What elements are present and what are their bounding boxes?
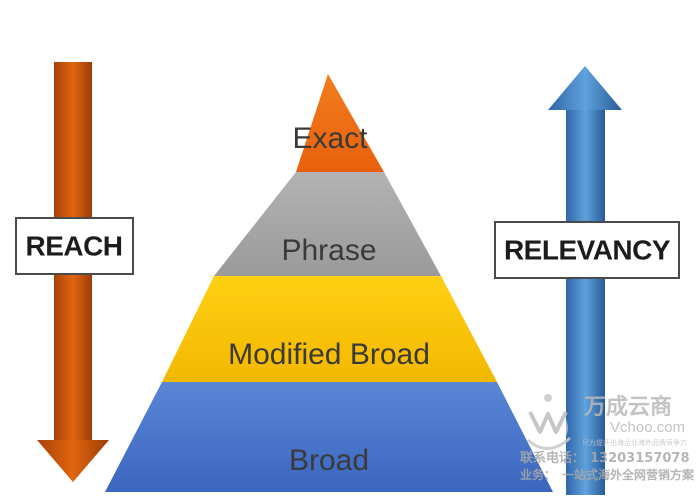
pyramid: Exact Phrase Modified Broad Broad: [105, 74, 553, 492]
reach-label-box: REACH: [15, 217, 134, 275]
watermark-brand: 万成云商: [583, 394, 672, 420]
watermark-slogan: 只为提升出海企业海外品牌竞争力: [582, 438, 687, 447]
tier-label-phrase: Phrase: [281, 234, 376, 267]
watermark-business-label: 业务：: [520, 467, 556, 482]
pyramid-tier-phrase: [214, 172, 441, 276]
watermark-logo-icon: [526, 394, 572, 450]
tier-label-modified-broad: Modified Broad: [228, 338, 430, 371]
relevancy-arrow: [548, 66, 622, 495]
watermark-phone-label: 联系电话：: [520, 450, 585, 466]
relevancy-label: RELEVANCY: [504, 234, 671, 265]
watermark-business: 一站式海外全网营销方案: [562, 467, 695, 482]
reach-label: REACH: [25, 230, 122, 261]
pyramid-tier-exact: [296, 74, 384, 172]
tier-label-exact: Exact: [292, 122, 368, 155]
watermark: 万成云商 Vchoo.com 只为提升出海企业海外品牌竞争力 联系电话： 132…: [520, 394, 695, 482]
tier-label-broad: Broad: [289, 444, 369, 477]
watermark-site: Vchoo.com: [610, 419, 685, 436]
watermark-phone: 13203157078: [590, 451, 690, 466]
relevancy-label-box: RELEVANCY: [494, 221, 680, 279]
pyramid-tier-broad: [105, 382, 553, 492]
pyramid-tier-modified-broad: [162, 276, 497, 382]
